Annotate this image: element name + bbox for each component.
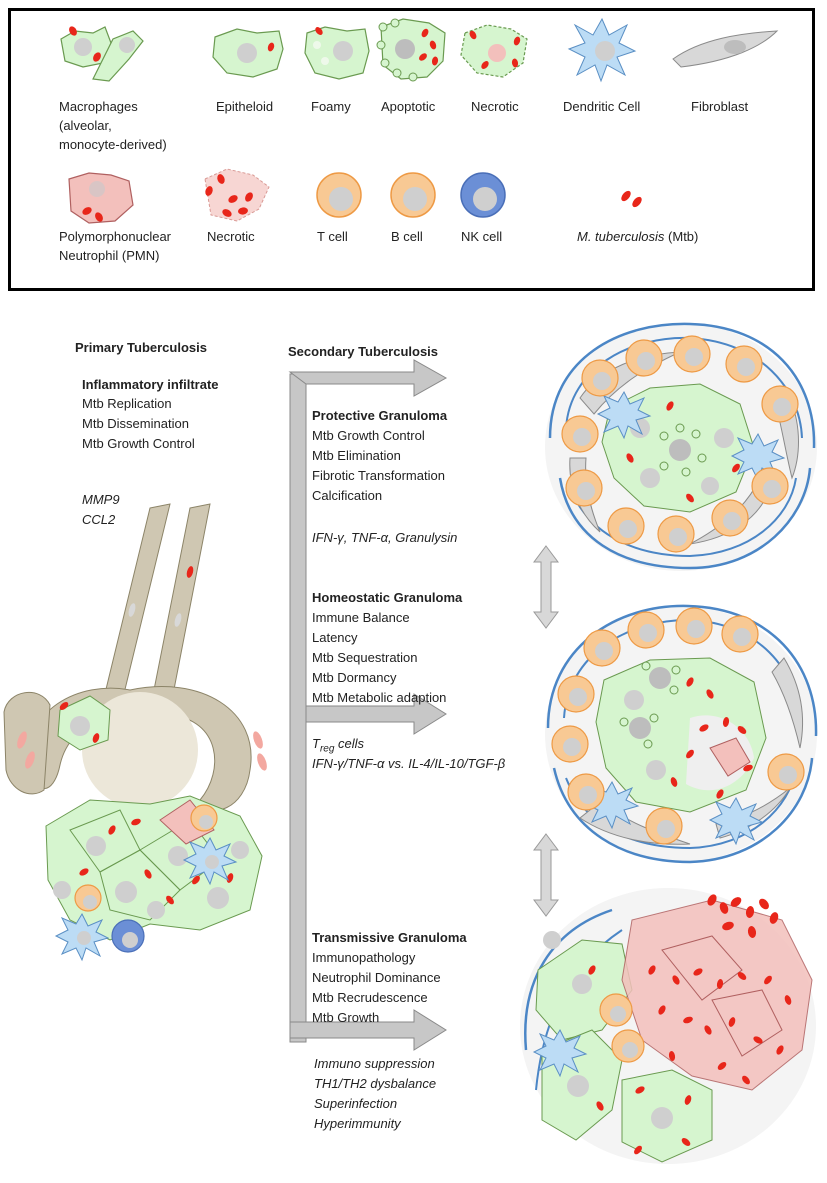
protective-item: Fibrotic Transformation: [312, 468, 445, 483]
primary-item: Mtb Growth Control: [82, 436, 195, 451]
transmissive-factor: Immuno suppression: [314, 1056, 435, 1071]
legend-label-apoptotic: Apoptotic: [381, 99, 436, 114]
legend-line: Polymorphonuclear: [59, 229, 172, 244]
pmn-icon: [68, 172, 134, 224]
double-arrow-icon: [533, 833, 559, 917]
legend-line: monocyte-derived): [59, 137, 167, 152]
protective-item: Mtb Growth Control: [312, 428, 425, 443]
primary-gene: CCL2: [82, 512, 116, 527]
transmissive-factor: TH1/TH2 dysbalance: [314, 1076, 437, 1091]
legend-label-mtb: M. tuberculosis (Mtb): [577, 227, 698, 246]
legend-line: Macrophages: [59, 99, 138, 114]
primary-gene: MMP9: [82, 492, 120, 507]
legend-box: Macrophages (alveolar, monocyte-derived)…: [8, 8, 815, 291]
necrotic-pmn-icon: [204, 168, 270, 222]
fibroblast-icon: [672, 30, 779, 68]
treg-cells: Treg cells: [312, 734, 364, 760]
infiltrate-cluster: [45, 795, 263, 962]
dendritic-cell-icon: [567, 17, 637, 83]
protective-item: Mtb Elimination: [312, 448, 401, 463]
homeostatic-item: Mtb Metabolic adaption: [312, 690, 447, 705]
homeostatic-title: Homeostatic Granuloma: [312, 590, 463, 605]
epitheloid-icon: [212, 28, 284, 78]
transmissive-title: Transmissive Granuloma: [312, 930, 467, 945]
apoptotic-icon: [376, 18, 446, 82]
secondary-title: Secondary Tuberculosis: [288, 344, 439, 359]
primary-item: Mtb Dissemination: [82, 416, 189, 431]
legend-label-tcell: T cell: [317, 229, 348, 244]
transmissive-factor: Superinfection: [314, 1096, 398, 1111]
transmissive-item: Mtb Growth: [312, 1010, 380, 1025]
transmissive-item: Neutrophil Dominance: [312, 970, 441, 985]
legend-label-dendritic: Dendritic Cell: [563, 99, 641, 114]
protective-title: Protective Granuloma: [312, 408, 448, 423]
primary-subtitle: Inflammatory infiltrate: [82, 377, 219, 392]
nk-cell-icon: [460, 172, 506, 218]
legend-label-macrophages: Macrophages (alveolar, monocyte-derived): [59, 97, 219, 154]
protective-item: Calcification: [312, 488, 383, 503]
treg-sub: reg: [319, 743, 335, 755]
legend-label-nkcell: NK cell: [461, 229, 503, 244]
double-arrow-icon: [533, 545, 559, 629]
transmissive-item: Mtb Recrudescence: [312, 990, 428, 1005]
legend-label-bcell: B cell: [391, 229, 423, 244]
homeostatic-item: Mtb Dormancy: [312, 670, 397, 685]
transmissive-item: Immunopathology: [312, 950, 416, 965]
progression-arrows: [288, 359, 448, 1051]
legend-label-pmn: Polymorphonuclear Neutrophil (PMN): [59, 227, 219, 265]
primary-infiltrate-illustration: [3, 503, 267, 962]
necrotic-macrophage-icon: [460, 24, 528, 78]
homeostatic-cytokines: IFN-γ/TNF-α vs. IL-4/IL-10/TGF-β: [312, 756, 506, 771]
homeostatic-item: Immune Balance: [312, 610, 410, 625]
foamy-icon: [304, 26, 370, 80]
treg-suffix: cells: [334, 736, 365, 751]
legend-line: Neutrophil (PMN): [59, 248, 160, 263]
legend-label-fibroblast: Fibroblast: [691, 99, 749, 114]
legend-label-necrotic: Necrotic: [471, 99, 519, 114]
legend-label-pmn-necrotic: Necrotic: [207, 229, 255, 244]
mtb-icon: [621, 190, 642, 208]
mtb-name: M. tuberculosis: [577, 229, 665, 244]
homeostatic-item: Mtb Sequestration: [312, 650, 418, 665]
legend-label-foamy: Foamy: [311, 99, 351, 114]
homeostatic-item: Latency: [312, 630, 358, 645]
treg-prefix: T: [312, 736, 320, 751]
primary-item: Mtb Replication: [82, 396, 172, 411]
protective-cytokines: IFN-γ, TNF-α, Granulysin: [312, 530, 458, 545]
mtb-abbrev: (Mtb): [664, 229, 699, 244]
primary-title: Primary Tuberculosis: [75, 340, 207, 355]
transmissive-granuloma: [520, 888, 816, 1164]
protective-granuloma: [545, 322, 817, 571]
t-cell-icon: [316, 172, 362, 218]
macrophage-icon: [60, 26, 144, 82]
homeostatic-granuloma: [545, 604, 818, 864]
legend-line: (alveolar,: [59, 118, 112, 133]
transmissive-factor: Hyperimmunity: [314, 1116, 401, 1131]
b-cell-icon: [390, 172, 436, 218]
legend-label-epitheloid: Epitheloid: [216, 99, 274, 114]
